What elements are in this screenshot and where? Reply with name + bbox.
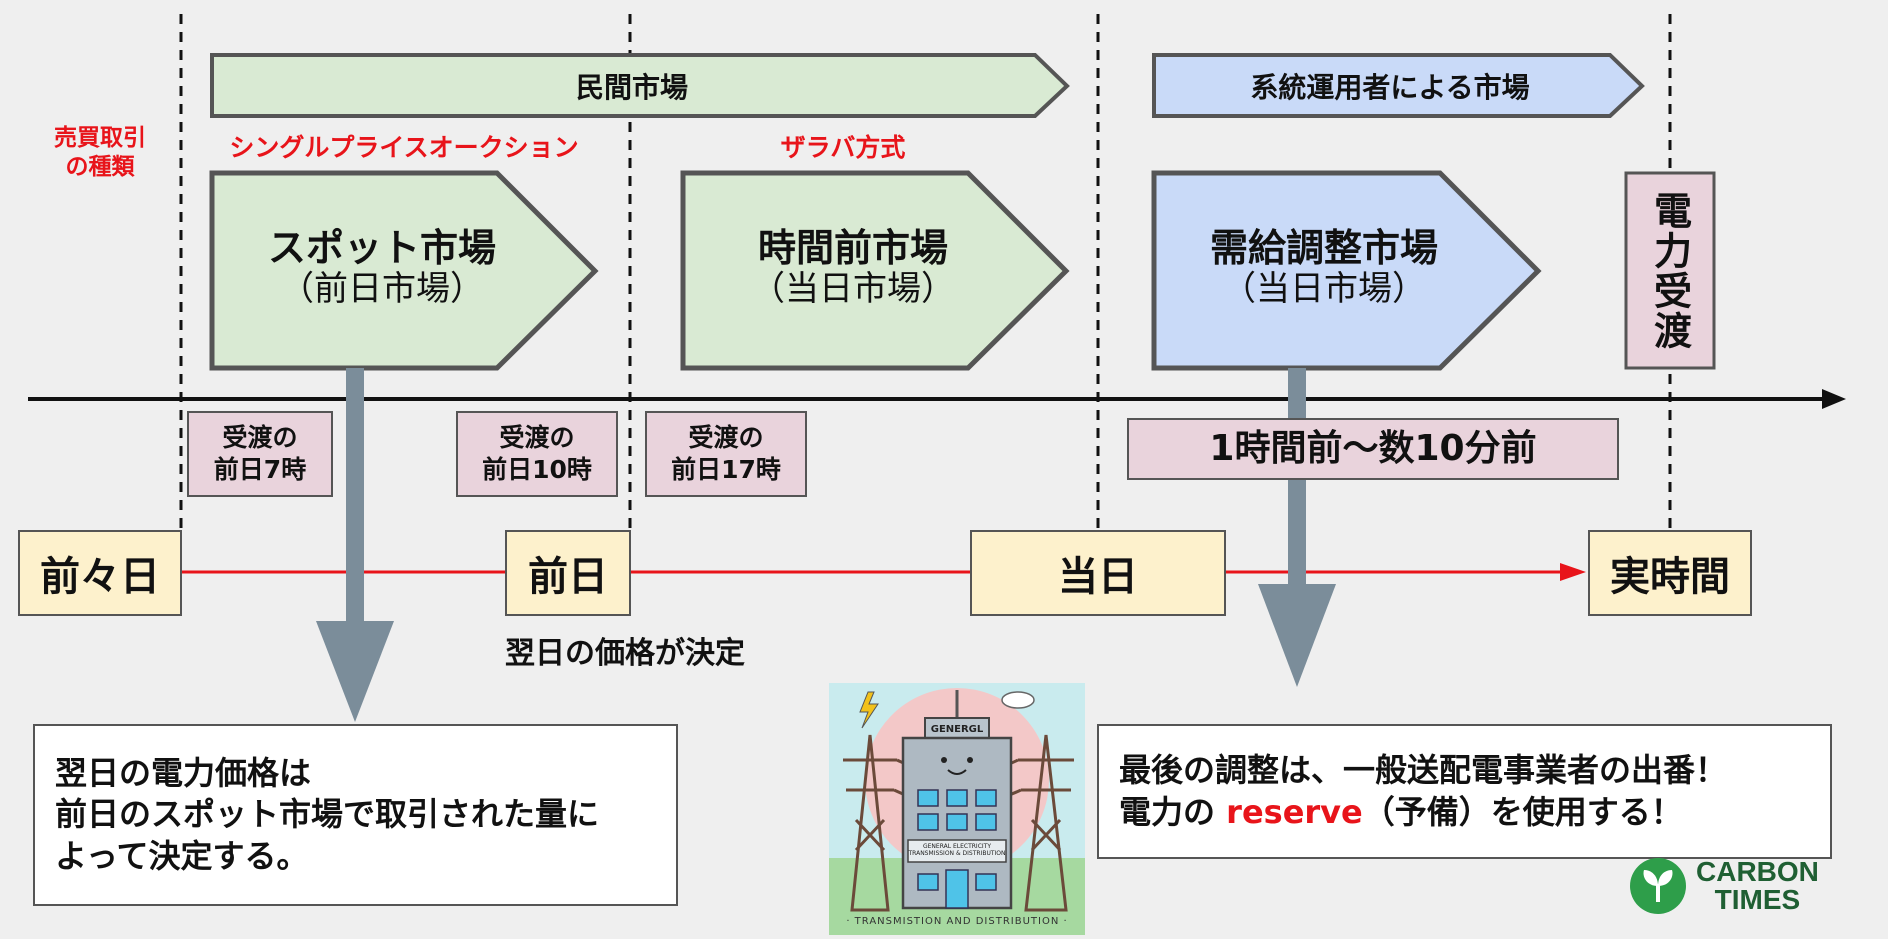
balancing-market-shape [1151, 170, 1542, 371]
intraday-market-label: 時間前市場 （当日市場） [683, 218, 1023, 318]
deadline-5pm: 受渡の 前日17時 [645, 411, 807, 497]
day-line-arrowhead [1560, 563, 1586, 581]
private-market-banner-shape [210, 53, 1070, 118]
real-time-box: 実時間 [1588, 530, 1752, 616]
timeline-arrowhead [1822, 389, 1846, 409]
carbon-times-logo: CARBON TIMES [1628, 848, 1844, 924]
balancing-market-sub: （当日市場） [1222, 269, 1426, 310]
spot-arrow-shaft [346, 368, 364, 623]
logo-line-2: TIMES [1714, 884, 1801, 915]
deadline-10am-text: 受渡の 前日10時 [482, 422, 592, 485]
deadline-10am: 受渡の 前日10時 [456, 411, 618, 497]
operator-market-banner-shape [1152, 53, 1645, 118]
zaraba-label: ザラバ方式 [780, 133, 906, 162]
balancing-market-label: 需給調整市場 （当日市場） [1154, 218, 1494, 318]
intraday-market-sub: （当日市場） [751, 269, 955, 310]
single-price-auction-label: シングルプライスオークション [229, 133, 579, 162]
leaf-icon [1630, 858, 1686, 914]
building-label: GENERAL ELECTRICITY TRANSMISSION & DISTR… [908, 840, 1006, 862]
same-day-box: 当日 [970, 530, 1226, 616]
balancing-arrow-head [1258, 584, 1336, 687]
right-note-suffix: （予備）を使用する！ [1362, 792, 1683, 831]
logo-text: CARBON TIMES [1696, 858, 1819, 914]
balancing-market-title: 需給調整市場 [1209, 225, 1438, 270]
spot-arrow-head [316, 621, 394, 722]
illustration-caption: · TRANSMISTION AND DISTRIBUTION · [846, 916, 1068, 927]
delivery-label: 電力受渡 [1647, 190, 1692, 351]
previous-day-box: 前日 [505, 530, 631, 616]
building-label-line-2: TRANSMISSION & DISTRIBUTION [908, 850, 1006, 857]
reserve-highlight: reserve [1226, 792, 1363, 831]
intraday-market-title: 時間前市場 [757, 225, 948, 270]
spot-market-label: スポット市場 （前日市場） [212, 218, 552, 318]
spot-market-shape [209, 170, 599, 371]
building-label-line-1: GENERAL ELECTRICITY [922, 843, 991, 851]
right-note-prefix: 電力の [1119, 792, 1227, 831]
price-decided-label: 翌日の価格が決定 [505, 636, 745, 671]
spot-market-sub: （前日市場） [280, 269, 484, 310]
left-note-text: 翌日の電力価格は 前日のスポット市場で取引された量に よって決定する。 [55, 753, 600, 875]
right-note-line-2: 電力の reserve（予備）を使用する！ [1119, 792, 1810, 834]
building-sign: GENERGL [930, 723, 984, 735]
right-note: 最後の調整は、一般送配電事業者の出番！ 電力の reserve（予備）を使用する… [1097, 724, 1832, 859]
grid-operator-illustration [829, 683, 1085, 935]
delivery-box-shape [1624, 171, 1716, 370]
right-note-line-1: 最後の調整は、一般送配電事業者の出番！ [1119, 750, 1728, 789]
deadline-before-text: 1時間前〜数10分前 [1209, 427, 1537, 469]
left-note: 翌日の電力価格は 前日のスポット市場で取引された量に よって決定する。 [33, 724, 678, 906]
deadline-7am: 受渡の 前日7時 [187, 411, 333, 497]
intraday-market-shape [680, 170, 1070, 371]
operator-market-banner: 系統運用者による市場 [1250, 71, 1530, 104]
logo-line-1: CARBON [1696, 856, 1819, 887]
private-market-banner: 民間市場 [575, 71, 688, 104]
deadline-7am-text: 受渡の 前日7時 [213, 422, 307, 485]
trade-type-label: 売買取引 の種類 [54, 125, 146, 180]
deadline-5pm-text: 受渡の 前日17時 [671, 422, 781, 485]
deadline-before: 1時間前〜数10分前 [1127, 418, 1619, 480]
spot-market-title: スポット市場 [267, 225, 496, 270]
day-before-previous-box: 前々日 [18, 530, 182, 616]
